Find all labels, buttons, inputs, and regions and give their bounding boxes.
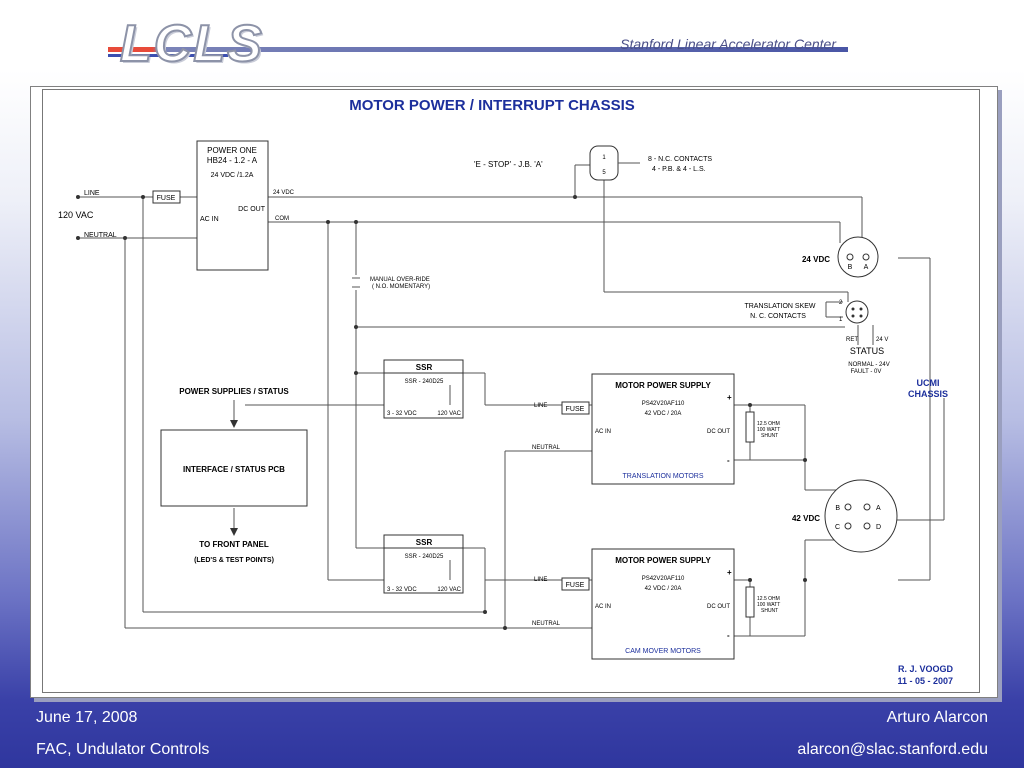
- mps1-dc-out: DC OUT: [707, 429, 730, 435]
- diagram-border: [42, 89, 980, 693]
- ssr1-input: 3 - 32 VDC: [387, 411, 417, 417]
- mps1-neutral-label: NEUTRAL: [532, 445, 561, 451]
- skew-contacts-label: N. C. CONTACTS: [750, 313, 806, 320]
- power-supplies-status-label: POWER SUPPLIES / STATUS: [179, 387, 289, 396]
- c42-pin-b: B: [835, 505, 840, 512]
- shunt1-label: SHUNT: [761, 433, 778, 439]
- diagram-frame: [30, 86, 998, 698]
- power-one-model: HB24 - 1.2 - A: [207, 156, 258, 165]
- ucmi-label: UCMI: [917, 378, 940, 388]
- ssr2-input: 3 - 32 VDC: [387, 587, 417, 593]
- shunt2-watt: 100 WATT: [757, 602, 780, 608]
- mps2-model: PS42V20AF110: [642, 576, 685, 582]
- manual-override-label: MANUAL OVER-RIDE: [370, 277, 430, 283]
- nc-contacts-types: 4 - P.B. & 4 - L.S.: [652, 166, 706, 173]
- skew-pin-1: 1: [839, 317, 843, 323]
- conn24-pin-b: B: [848, 264, 853, 271]
- c42-pin-d: D: [876, 524, 881, 531]
- mps2-ac-in: AC IN: [595, 604, 611, 610]
- conn42-label: 42 VDC: [792, 514, 820, 523]
- diagram-title: MOTOR POWER / INTERRUPT CHASSIS: [349, 97, 635, 114]
- c42-pin-a: A: [876, 505, 881, 512]
- mps1-ac-in: AC IN: [595, 429, 611, 435]
- mps1-minus: -: [727, 456, 730, 465]
- translation-skew-label: TRANSLATION SKEW: [744, 303, 815, 310]
- status-label: STATUS: [850, 346, 884, 356]
- slide-header: LCLS Stanford Linear Accelerator Center: [0, 0, 1024, 78]
- neutral-label: NEUTRAL: [84, 232, 117, 239]
- conn24-label: 24 VDC: [802, 255, 830, 264]
- mps2-plus: +: [727, 568, 732, 577]
- mps2-title: MOTOR POWER SUPPLY: [615, 556, 711, 565]
- logo-accent-line: [108, 54, 228, 57]
- shunt2-label: SHUNT: [761, 608, 778, 614]
- estop-pin-1: 1: [602, 155, 606, 161]
- fuse-input: FUSE: [157, 195, 176, 202]
- drawing-date: 11 - 05 - 2007: [897, 676, 953, 686]
- mps2-neutral-label: NEUTRAL: [532, 621, 561, 627]
- skew-pin-2: 2: [839, 300, 843, 306]
- mps1-fuse: FUSE: [566, 406, 585, 413]
- interface-pcb-label: INTERFACE / STATUS PCB: [183, 465, 285, 474]
- drawing-author: R. J. VOOGD: [898, 664, 954, 674]
- mps1-plus: +: [727, 393, 732, 402]
- mps2-dc-out: DC OUT: [707, 604, 730, 610]
- power-one-label: POWER ONE: [207, 146, 257, 155]
- lcls-logo: LCLS: [119, 14, 264, 74]
- ssr1-output: 120 VAC: [437, 411, 461, 417]
- mps1-model: PS42V20AF110: [642, 401, 685, 407]
- estop-pin-5: 5: [602, 170, 606, 176]
- mps2-line-label: LINE: [534, 577, 547, 583]
- cam-mover-motors-label: CAM MOVER MOTORS: [625, 648, 701, 655]
- power-one-rating: 24 VDC /1.2A: [211, 172, 254, 179]
- ssr2-title: SSR: [416, 538, 433, 547]
- organization-name: Stanford Linear Accelerator Center: [620, 36, 836, 52]
- mps2-fuse: FUSE: [566, 582, 585, 589]
- ssr2-model: SSR - 240D25: [405, 554, 444, 560]
- shunt1-ohm: 12.5 OHM: [757, 421, 780, 427]
- shunt1-watt: 100 WATT: [757, 427, 780, 433]
- line-label: LINE: [84, 190, 100, 197]
- mps2-minus: -: [727, 631, 730, 640]
- estop-label: 'E - STOP' - J.B. 'A': [474, 160, 543, 169]
- v24-status-label: 24 V: [876, 337, 888, 343]
- com-bus-label: COM: [275, 216, 289, 222]
- logo-underline: [108, 47, 848, 52]
- leds-label: (LED'S & TEST POINTS): [194, 557, 274, 564]
- status-normal: NORMAL - 24V: [848, 362, 889, 368]
- status-fault: FAULT - 0V: [851, 369, 882, 375]
- mps1-line-label: LINE: [534, 403, 547, 409]
- nc-contacts-count: 8 - N.C. CONTACTS: [648, 156, 712, 163]
- v24-bus-label: 24 VDC: [273, 190, 295, 196]
- mps2-rating: 42 VDC / 20A: [645, 586, 682, 592]
- footer-date: June 17, 2008: [36, 709, 138, 726]
- front-panel-label: TO FRONT PANEL: [199, 540, 269, 549]
- ssr1-model: SSR - 240D25: [405, 379, 444, 385]
- manual-override-type: ( N.O. MOMENTARY): [372, 284, 430, 290]
- mps1-rating: 42 VDC / 20A: [645, 411, 682, 417]
- ucmi-chassis-label: CHASSIS: [908, 389, 948, 399]
- footer-email: alarcon@slac.stanford.edu: [797, 741, 988, 758]
- power-one-dc-out: DC OUT: [238, 206, 266, 213]
- ssr1-title: SSR: [416, 363, 433, 372]
- vac-label: 120 VAC: [58, 210, 94, 220]
- conn24-pin-a: A: [864, 264, 869, 271]
- footer-project: FAC, Undulator Controls: [36, 741, 210, 758]
- shunt2-ohm: 12.5 OHM: [757, 596, 780, 602]
- translation-motors-label: TRANSLATION MOTORS: [622, 473, 703, 480]
- footer-author: Arturo Alarcon: [886, 709, 988, 726]
- ret-label: RET: [846, 337, 858, 343]
- ssr2-output: 120 VAC: [437, 587, 461, 593]
- power-one-ac-in: AC IN: [200, 216, 219, 223]
- mps1-title: MOTOR POWER SUPPLY: [615, 381, 711, 390]
- c42-pin-c: C: [835, 524, 840, 531]
